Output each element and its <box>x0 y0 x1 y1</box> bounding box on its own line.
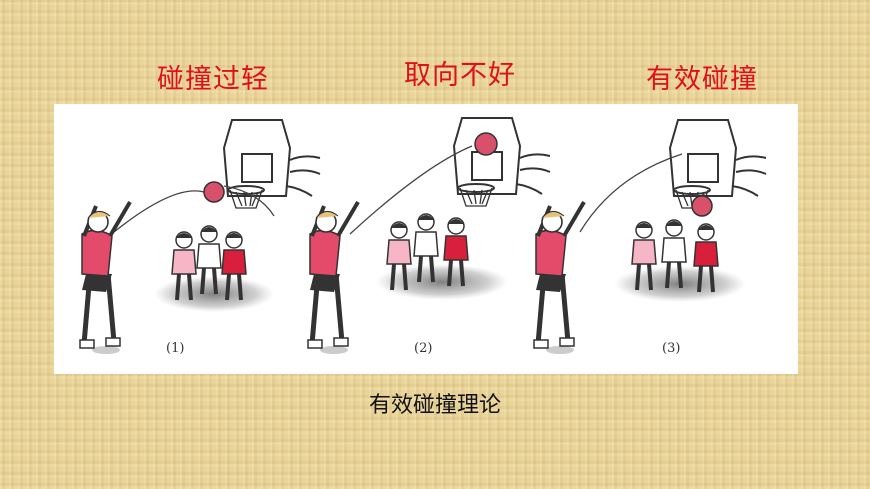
basketball-illustration: (1) (2) (3) <box>54 117 767 374</box>
basketball-icon <box>203 181 225 203</box>
scene-3: (3) <box>534 119 767 356</box>
figure-label-3: (3) <box>662 341 680 356</box>
figure-label-2: (2) <box>414 341 432 356</box>
caption-case3: 有效碰撞 <box>646 64 758 95</box>
basketball-icon <box>691 195 713 217</box>
basketball-icon <box>474 132 498 156</box>
scene-2: (2) <box>308 117 551 356</box>
footer-title-container: 有效碰撞理论 <box>0 392 870 420</box>
scene-1: (1) <box>80 119 321 356</box>
figure-label-1: (1) <box>166 341 184 356</box>
illustration-panel: (1) (2) (3) <box>54 104 798 374</box>
caption-case1: 碰撞过轻 <box>157 64 269 95</box>
caption-case2: 取向不好 <box>404 60 516 91</box>
footer-title: 有效碰撞理论 <box>368 393 501 418</box>
